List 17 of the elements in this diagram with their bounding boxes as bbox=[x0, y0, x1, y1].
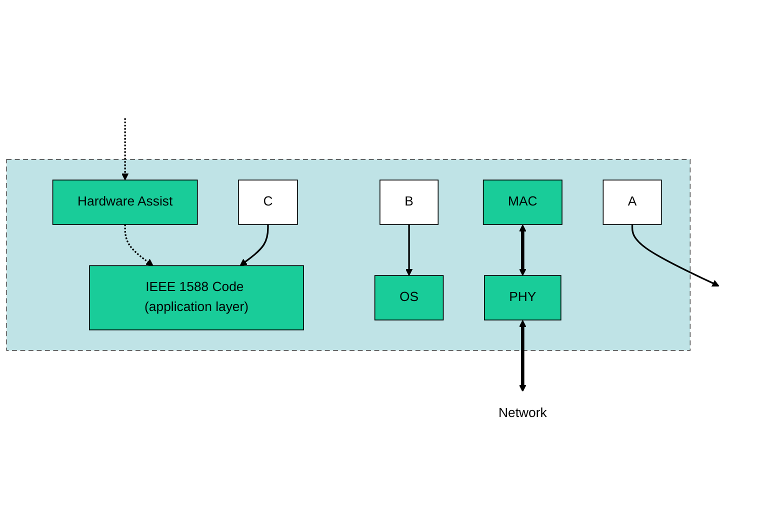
arrow bbox=[631, 224, 720, 286]
node-text: Network bbox=[498, 406, 547, 420]
arrow bbox=[519, 224, 526, 276]
node-box: C bbox=[238, 179, 298, 225]
cluster bbox=[6, 158, 691, 351]
node-box: Hardware Assist bbox=[52, 179, 198, 225]
arrow bbox=[405, 224, 413, 276]
arrow bbox=[240, 224, 269, 266]
arrow bbox=[121, 118, 129, 180]
arrow bbox=[124, 224, 154, 266]
node-box: OS bbox=[374, 274, 444, 320]
node-box: MAC bbox=[482, 179, 562, 225]
node-box: A bbox=[602, 179, 662, 225]
node-box: PHY bbox=[484, 274, 562, 320]
node-box: IEEE 1588 Code (application layer) bbox=[89, 264, 304, 330]
node-box: B bbox=[380, 179, 439, 225]
arrow bbox=[519, 320, 526, 392]
